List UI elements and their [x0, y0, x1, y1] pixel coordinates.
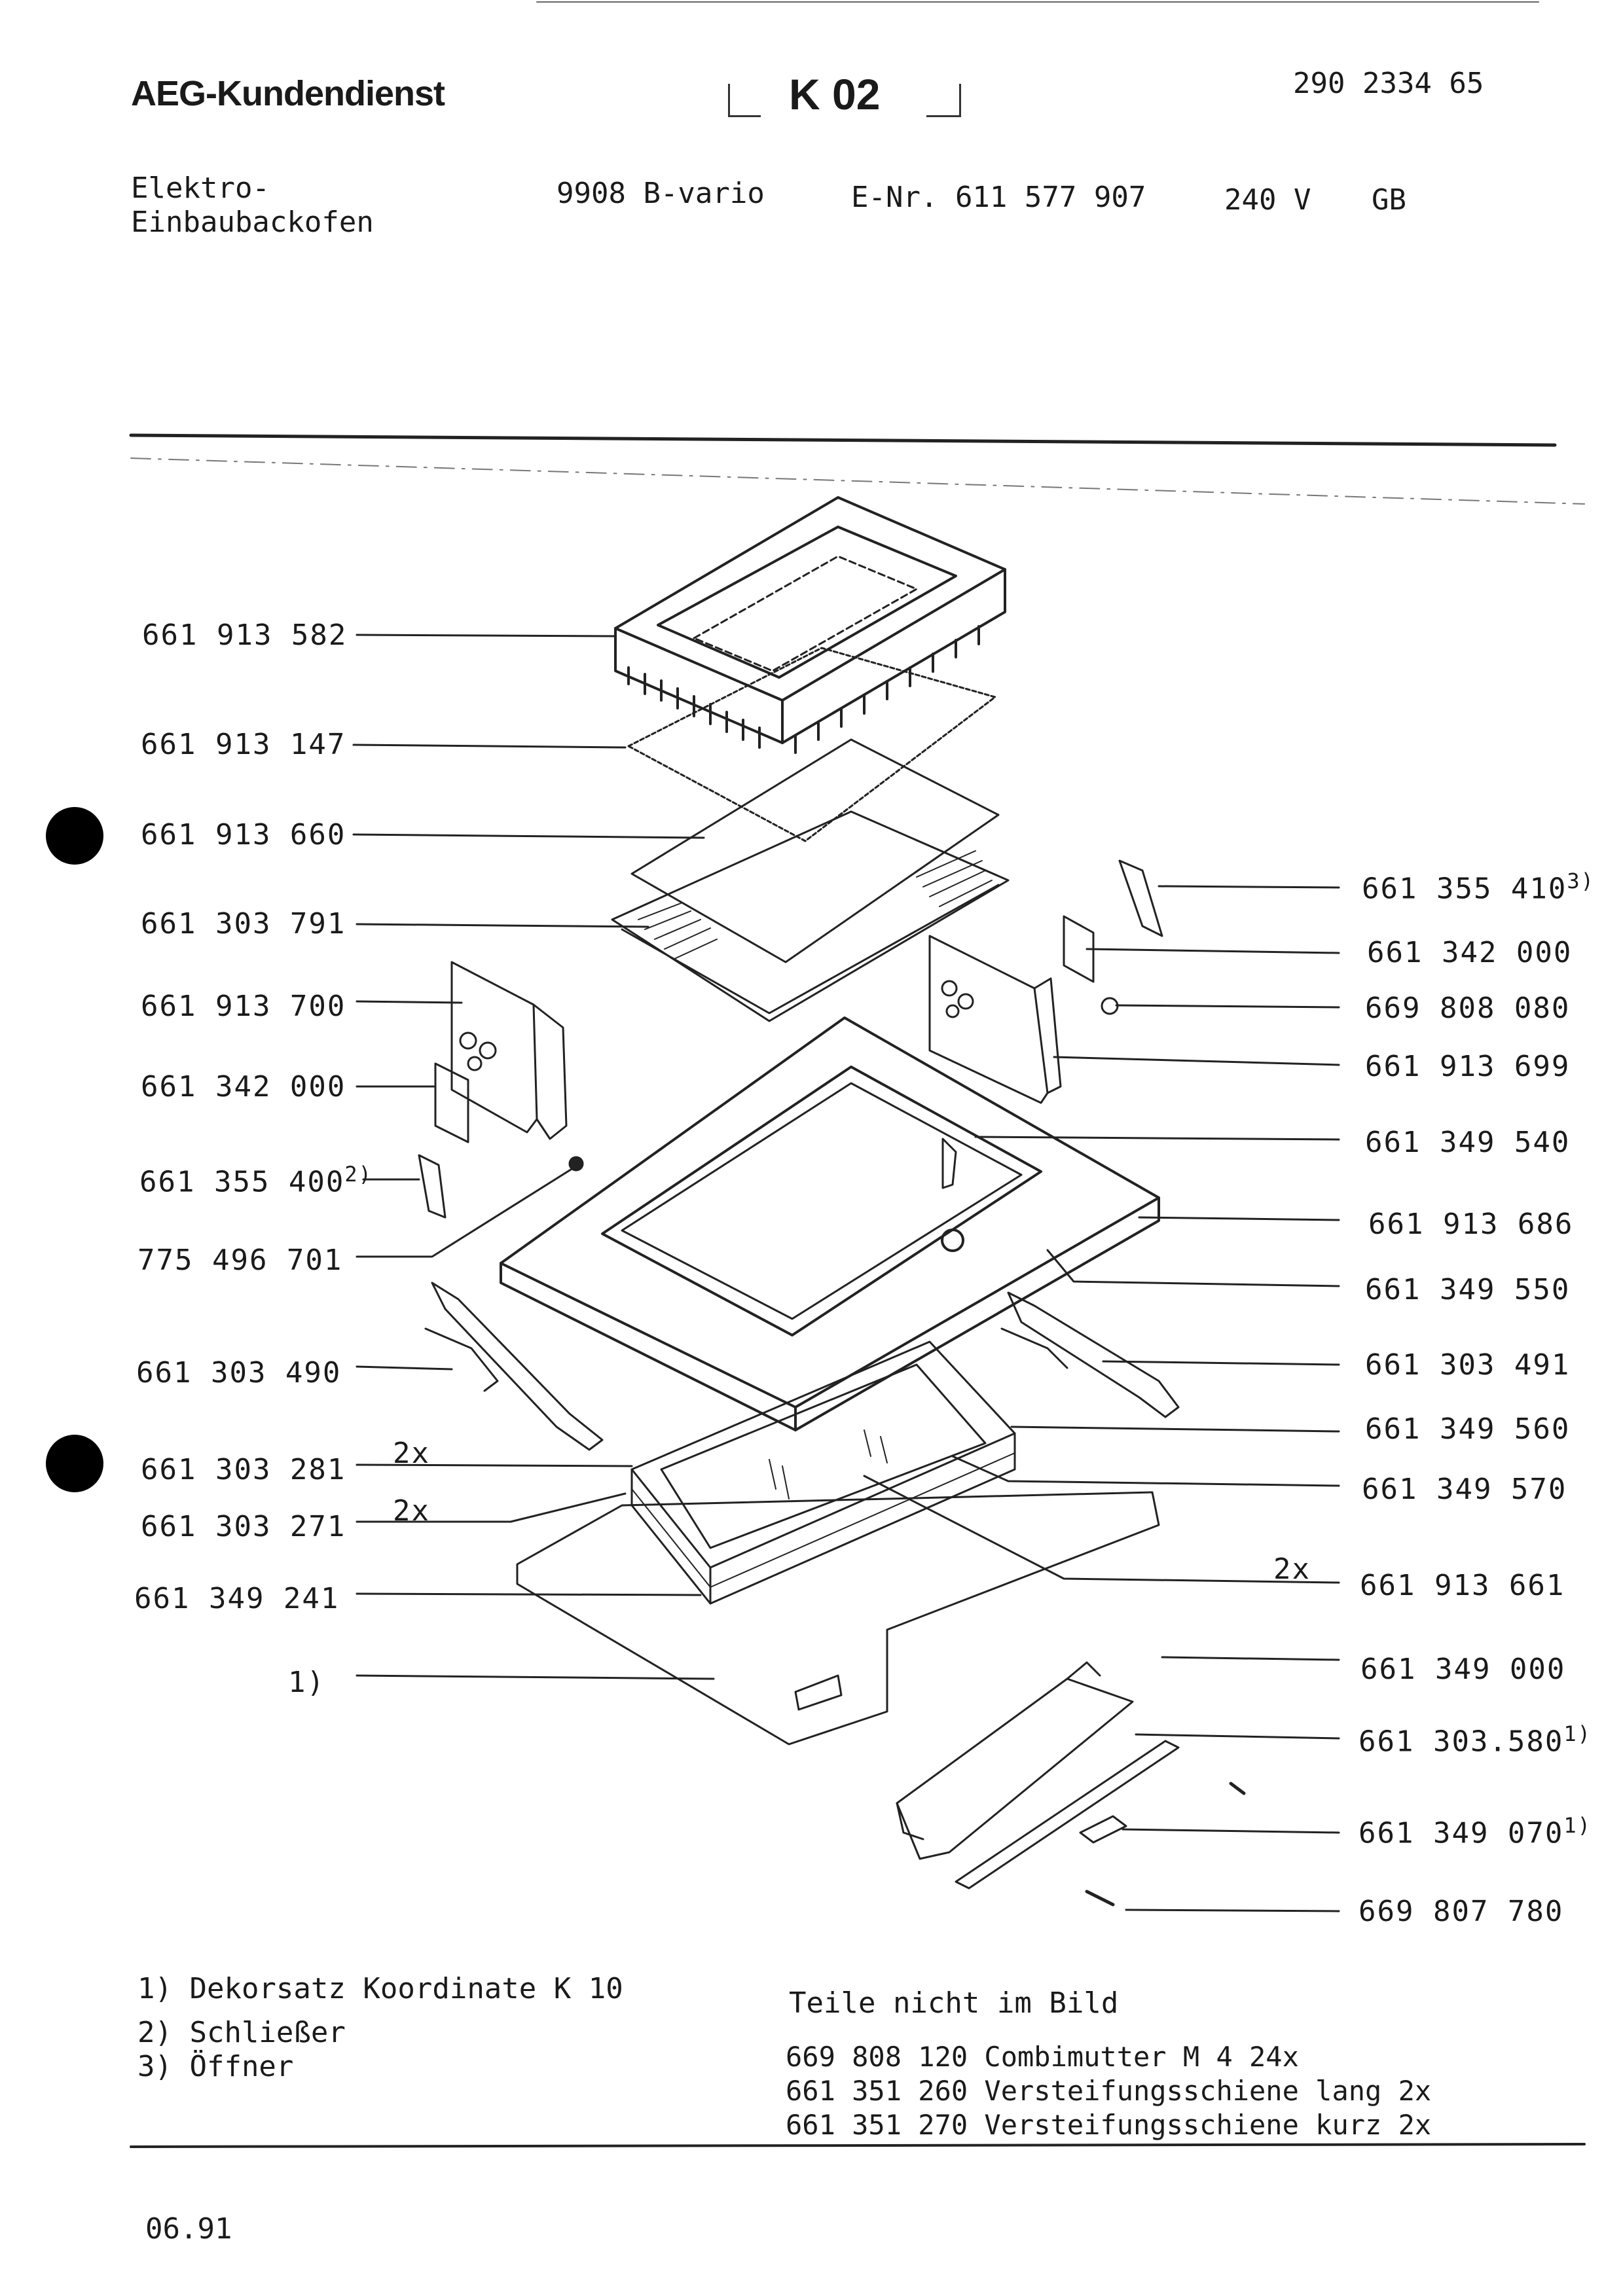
not-shown-item-1: 669 808 120 Combimutter M 4 24x: [786, 2041, 1299, 2073]
part-washer: [1101, 997, 1119, 1015]
part-number-left-6: 661 342 000: [141, 1070, 346, 1103]
part-number-right-4: 661 913 699: [1365, 1050, 1571, 1083]
not-shown-item-3: 661 351 270 Versteifungsschiene kurz 2x: [786, 2109, 1432, 2141]
bracket-right-bottom: [926, 115, 959, 117]
part-plate-left: [434, 1062, 469, 1143]
qty-label-3: 2x: [1273, 1552, 1311, 1586]
sheet-code: K 02: [789, 70, 881, 118]
part-number-right-13: 661 303.5801): [1359, 1721, 1592, 1759]
part-plate-right: [1063, 915, 1095, 983]
part-switch-right: [1118, 859, 1163, 937]
part-gasket: [627, 647, 996, 842]
part-decor-panel: [516, 1491, 1160, 1746]
part-number-right-10: 661 349 570: [1362, 1473, 1567, 1506]
part-number-left-8: 775 496 701: [137, 1244, 343, 1277]
footnote-1: 1) Dekorsatz Koordinate K 10: [137, 1972, 623, 2005]
leader-lines-left: [352, 634, 715, 1680]
part-number-right-9: 661 349 560: [1365, 1412, 1571, 1446]
doc-number: 290 2334 65: [1293, 67, 1484, 100]
not-shown-item-2: 661 351 260 Versteifungsschiene lang 2x: [786, 2075, 1432, 2107]
header-rule-thin: [130, 457, 1585, 505]
part-number-left-12: 661 349 241: [134, 1582, 340, 1615]
header-rule: [129, 433, 1557, 447]
part-number-right-5: 661 349 540: [1365, 1126, 1571, 1159]
part-hinge-left: [424, 1282, 604, 1451]
e-number: E-Nr. 611 577 907: [851, 181, 1146, 214]
part-main-door-panel: [500, 1016, 1160, 1431]
part-insulation-sheet: [630, 738, 1000, 963]
part-number-left-10: 661 303 281: [141, 1453, 346, 1486]
part-number-left-9: 661 303 490: [136, 1356, 342, 1390]
part-number-right-2: 661 342 000: [1367, 936, 1573, 969]
part-hinge-right: [1000, 1291, 1180, 1418]
qty-label-2: 2x: [393, 1494, 430, 1528]
part-clip: [1079, 1815, 1127, 1844]
part-number-right-11: 661 913 661: [1360, 1569, 1565, 1602]
part-number-left-2: 661 913 147: [141, 728, 346, 761]
part-switch-left: [418, 1154, 447, 1219]
part-number-right-6: 661 913 686: [1368, 1208, 1574, 1241]
part-trim-strip: [955, 1740, 1180, 1890]
part-number-right-7: 661 349 550: [1365, 1273, 1571, 1306]
part-number-left-7: 661 355 4002): [139, 1162, 373, 1199]
part-screw-right: [1229, 1782, 1246, 1795]
part-trim-rail: [896, 1661, 1134, 1860]
part-screw-bottom: [1085, 1890, 1115, 1907]
appliance-line2: Einbaubackofen: [131, 206, 374, 239]
part-glass-frame: [630, 1340, 1016, 1605]
part-stop-washer: [941, 1229, 964, 1252]
marker-dot-2: [46, 1435, 103, 1492]
part-number-right-1: 661 355 4103): [1362, 869, 1595, 906]
part-number-left-13: 1): [288, 1666, 325, 1699]
issue-date: 06.91: [145, 2212, 232, 2246]
part-side-bracket-right: [928, 935, 1062, 1104]
footnote-2: 2) Schließer: [137, 2016, 346, 2049]
part-number-left-1: 661 913 582: [142, 619, 348, 652]
footer-rule: [130, 2143, 1586, 2148]
part-number-right-15: 669 807 780: [1359, 1895, 1564, 1928]
voltage: 240 V: [1224, 183, 1311, 217]
not-shown-title: Teile nicht im Bild: [789, 1986, 1119, 2020]
part-side-bracket-left: [450, 961, 568, 1140]
part-number-left-11: 661 303 271: [141, 1510, 346, 1543]
part-number-right-8: 661 303 491: [1365, 1348, 1571, 1382]
part-number-left-3: 661 913 660: [141, 818, 346, 852]
part-number-left-4: 661 303 791: [141, 907, 346, 941]
qty-label-1: 2x: [393, 1437, 430, 1470]
part-screw-small: [568, 1156, 584, 1172]
part-inner-frame: [611, 810, 1010, 1022]
bracket-right: [959, 84, 961, 117]
part-top-frame: [614, 496, 1006, 754]
part-number-right-3: 669 808 080: [1365, 992, 1571, 1025]
model-name: 9908 B-vario: [556, 177, 765, 210]
leader-lines-right: [863, 885, 1340, 1912]
part-number-left-5: 661 913 700: [141, 990, 346, 1023]
part-stop-pin: [941, 1138, 957, 1189]
footnote-3: 3) Öffner: [137, 2050, 294, 2083]
appliance-line1: Elektro-: [131, 171, 270, 205]
bracket-left-bottom: [728, 115, 761, 117]
marker-dot-1: [46, 807, 103, 865]
part-number-right-14: 661 349 0701): [1359, 1813, 1592, 1850]
country-code: GB: [1372, 183, 1406, 217]
bracket-left: [728, 84, 730, 117]
brand-title: AEG-Kundendienst: [131, 74, 445, 113]
part-number-right-12: 661 349 000: [1360, 1653, 1566, 1686]
